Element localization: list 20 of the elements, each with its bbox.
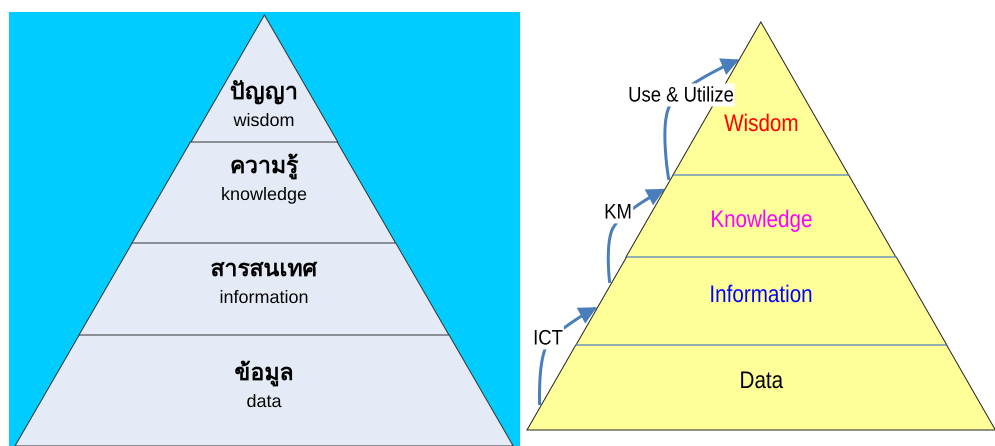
layer-title: Knowledge <box>710 206 812 234</box>
layer-subtitle: wisdom <box>233 110 294 132</box>
layer-title: ปัญญา <box>230 78 298 104</box>
pyramid-layer <box>190 15 338 142</box>
layer-title: Wisdom <box>724 110 798 138</box>
layer-subtitle: information <box>219 287 308 308</box>
layer-title: ความรู้ <box>230 152 298 178</box>
pyramid-layer <box>132 142 396 243</box>
layer-title: Information <box>709 281 813 309</box>
pyramid-layer <box>14 335 514 446</box>
layer-subtitle: knowledge <box>220 184 308 206</box>
edge-label: ICT <box>532 326 564 350</box>
pyramid-layer <box>79 243 449 335</box>
layer-title: สารสนเทศ <box>210 255 318 282</box>
pyramid-layer <box>576 257 946 345</box>
pyramid-layer <box>526 345 995 430</box>
edge-label: Use & Utilize <box>627 83 735 107</box>
layer-subtitle: data <box>246 391 282 412</box>
layer-title: Data <box>739 367 783 395</box>
layer-title: ข้อมูล <box>234 359 294 386</box>
